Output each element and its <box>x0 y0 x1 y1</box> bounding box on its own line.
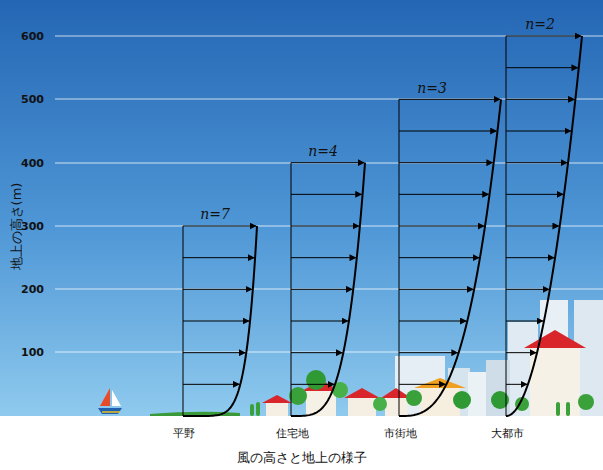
wind-profile <box>183 226 257 416</box>
city-buildings <box>373 356 504 416</box>
place-label: 大都市 <box>491 428 524 439</box>
place-label: 市街地 <box>384 428 417 439</box>
residential-houses <box>250 370 380 416</box>
tick-label: 100 <box>21 347 44 358</box>
sailboat <box>98 388 122 414</box>
sky-background <box>0 0 603 416</box>
place-label: 住宅地 <box>276 428 309 439</box>
tick-label: 600 <box>21 31 44 42</box>
wind-profile <box>399 99 501 416</box>
exponent-label: n=2 <box>525 17 555 31</box>
exponent-label: n=4 <box>308 144 338 158</box>
tick-label: 500 <box>21 94 44 105</box>
wind-profile <box>506 36 582 416</box>
exponent-label: n=7 <box>200 207 230 221</box>
tick-label: 300 <box>21 221 44 232</box>
figure-caption: 風の高さと地上の様子 <box>237 451 367 464</box>
place-label: 平野 <box>173 428 195 439</box>
grid-lines <box>55 36 603 352</box>
exponent-label: n=3 <box>417 81 447 95</box>
tick-label: 200 <box>21 284 44 295</box>
tick-label: 400 <box>21 158 44 169</box>
wind-profile <box>291 163 365 416</box>
